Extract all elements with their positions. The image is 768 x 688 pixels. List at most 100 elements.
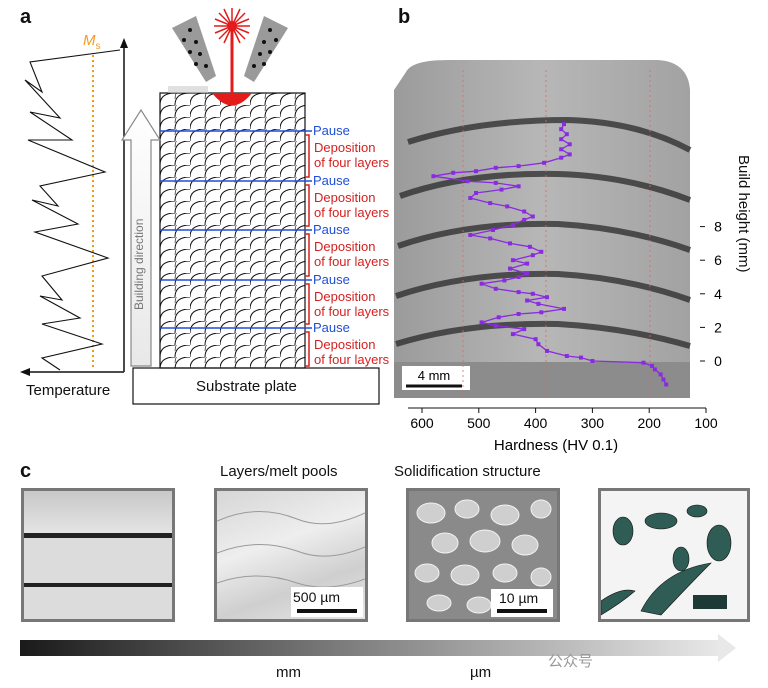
temperature-profile	[24, 49, 121, 371]
hardness-point	[664, 382, 669, 387]
building-direction-label: Building direction	[132, 218, 146, 310]
hardness-point	[516, 164, 521, 169]
hardness-point	[559, 127, 564, 132]
hardness-point	[468, 233, 473, 237]
heading-layers: Layers/melt pools	[220, 463, 338, 480]
hardness-point	[533, 337, 538, 342]
hardness-point	[488, 201, 493, 206]
hardness-point	[493, 180, 498, 185]
pause-label-1: Pause	[313, 123, 350, 138]
hardness-point	[559, 137, 564, 142]
melt-pool	[212, 93, 252, 106]
scale-gradient-bar	[20, 640, 720, 656]
gradient-mm-label: mm	[276, 664, 301, 681]
hardness-point	[530, 291, 535, 296]
hardness-point	[562, 122, 566, 127]
pause-label-3: Pause	[313, 222, 350, 237]
hardness-point	[536, 342, 541, 347]
y-tick-label: 6	[714, 252, 722, 268]
substrate-plate	[132, 367, 380, 405]
layer-bands	[395, 116, 692, 349]
x-tick-label: 500	[467, 415, 491, 431]
x-tick-label: 100	[694, 415, 718, 431]
ms-label: Ms	[83, 32, 101, 52]
hardness-point	[564, 354, 569, 358]
hardness-point	[661, 377, 666, 382]
y-tick-label: 0	[714, 353, 722, 369]
hardness-point	[545, 348, 549, 353]
hardness-point	[493, 165, 498, 170]
hardness-point	[559, 155, 564, 160]
hardness-point	[525, 261, 530, 266]
hardness-point	[539, 249, 544, 254]
hardness-point	[510, 258, 515, 263]
pause-label-2: Pause	[313, 173, 350, 188]
hardness-point	[479, 320, 484, 325]
hardness-point	[451, 170, 456, 175]
scale-bar-label: 4 mm	[418, 368, 451, 383]
hardness-point	[652, 367, 657, 372]
building-direction-arrow	[120, 108, 162, 367]
hardness-point	[516, 312, 521, 316]
x-tick-label: 300	[581, 415, 605, 431]
x-tick-label: 200	[638, 415, 662, 431]
hardness-point	[539, 310, 544, 315]
y-tick-label: 4	[714, 286, 722, 302]
pause-lines	[160, 130, 312, 329]
hardness-point	[559, 147, 564, 152]
hardness-point	[474, 191, 478, 195]
panel-b-letter: b	[398, 6, 411, 28]
micrograph-macro	[21, 488, 175, 622]
hardness-point	[650, 364, 654, 368]
laser-head-icon	[172, 8, 288, 94]
y-tick-label: 8	[714, 219, 722, 235]
micrograph-solidification: 10 µm	[406, 488, 560, 622]
panel-c-letter: c	[20, 460, 32, 482]
x-tick-label: 600	[410, 415, 434, 431]
micrograph-phase-map	[598, 488, 750, 622]
panel-a-drawing	[20, 8, 380, 405]
hardness-point	[510, 222, 515, 227]
temperature-label: Temperature	[26, 382, 111, 399]
gradient-arrowhead	[718, 634, 736, 662]
hardness-point	[525, 298, 530, 303]
x-tick-label: 400	[524, 415, 548, 431]
hardness-x-label: Hardness (HV 0.1)	[494, 437, 618, 454]
hardness-point	[579, 355, 583, 360]
hardness-point	[493, 323, 498, 328]
hardness-point	[465, 179, 470, 184]
substrate-label: Substrate plate	[196, 378, 297, 395]
hardness-point	[530, 214, 535, 219]
hardness-point	[567, 152, 572, 157]
heading-solidification: Solidification structure	[394, 463, 541, 480]
hardness-point	[493, 286, 498, 291]
hardness-point	[508, 241, 512, 246]
hardness-point	[545, 295, 549, 300]
pause-label-5: Pause	[313, 320, 350, 335]
gradient-um-label: µm	[470, 664, 492, 681]
hardness-point	[567, 142, 572, 147]
hardness-point	[641, 360, 646, 365]
hardness-point	[522, 217, 527, 222]
micrograph-melt-pools: 500 µm	[214, 488, 368, 622]
hardness-point	[508, 266, 512, 271]
hardness-point	[499, 187, 504, 192]
hardness-point	[522, 327, 527, 332]
hardness-chart: 4 mm 600 500 400 300 200 100 Hardness (HV 0.1…	[394, 60, 722, 454]
hardness-point	[431, 174, 436, 179]
watermark-label: 公众号	[548, 653, 594, 670]
hardness-point	[468, 196, 473, 200]
hardness-point	[479, 281, 484, 286]
hardness-point	[530, 253, 535, 258]
hardness-point	[510, 332, 515, 337]
scale-10-label: 10 µm	[499, 590, 539, 606]
sample-micrograph	[394, 60, 690, 366]
hardness-point	[505, 204, 510, 209]
hardness-point	[562, 306, 566, 311]
build-height-label: Build height (mm)	[735, 155, 752, 273]
y-tick-label: 2	[714, 319, 722, 335]
hardness-point	[658, 372, 663, 377]
